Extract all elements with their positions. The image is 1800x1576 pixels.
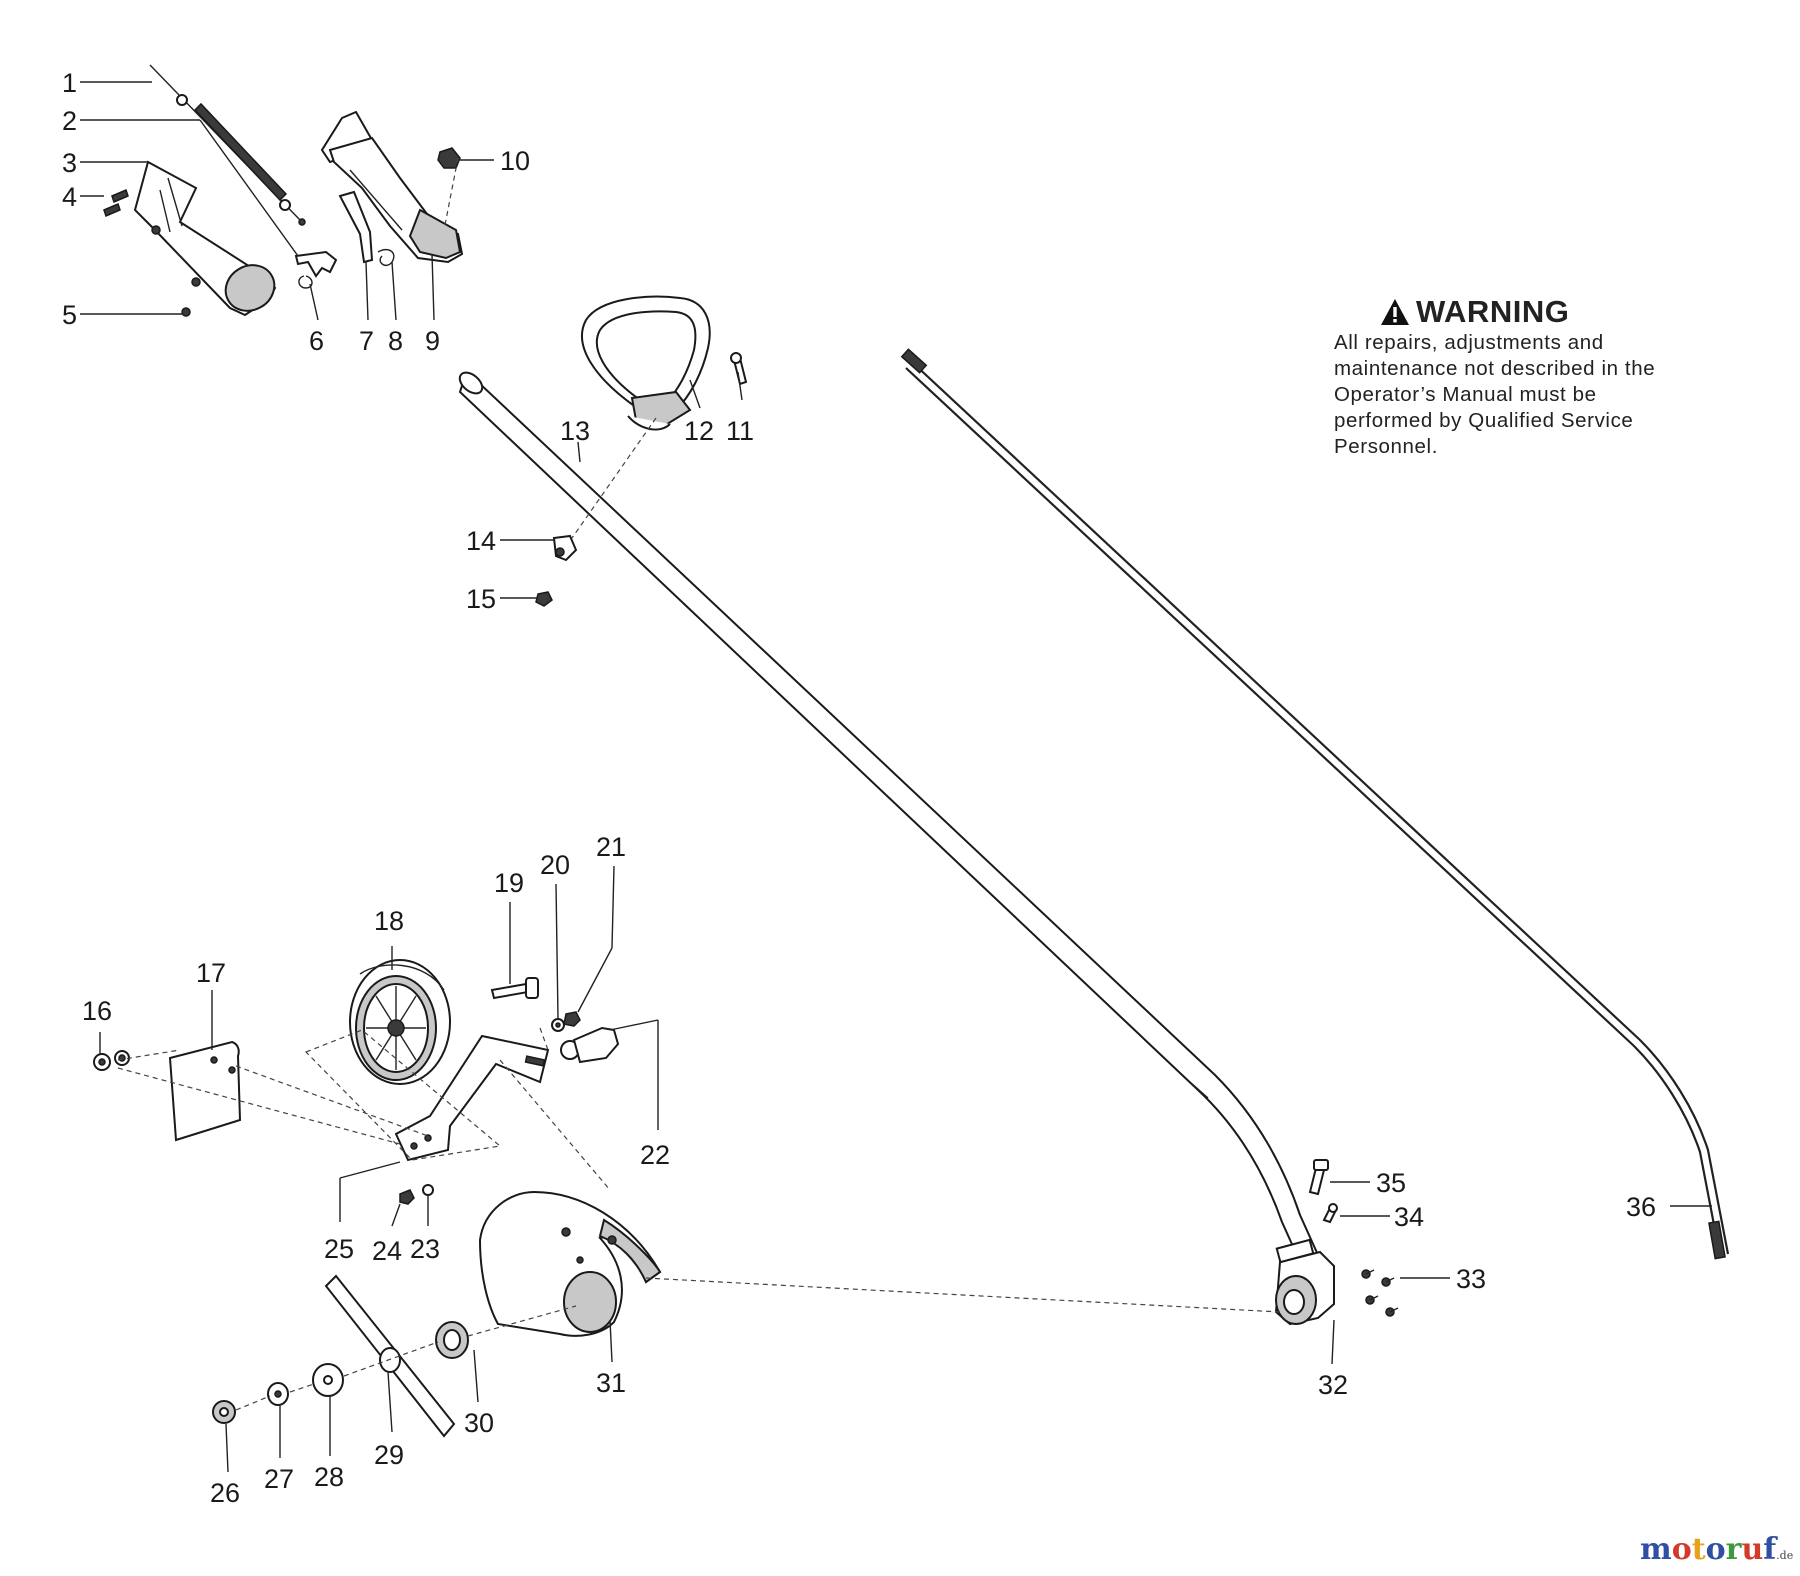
washer-20-part — [551, 1018, 565, 1032]
callout-4: 4 — [62, 182, 77, 212]
watermark-logo: motoruf.de — [1640, 1532, 1793, 1567]
callout-11: 11 — [726, 416, 754, 446]
nut-24-part — [399, 1189, 415, 1205]
callout-8: 8 — [388, 326, 403, 356]
callout-6: 6 — [309, 326, 324, 356]
watermark-letter: f — [1763, 1532, 1777, 1567]
screws-33-part — [1361, 1269, 1399, 1317]
leader-lines — [80, 81, 1712, 1473]
washer-23-part — [422, 1184, 434, 1196]
warning-title-text: WARNING — [1416, 294, 1570, 329]
callout-labels: 1 2 3 4 5 6 7 8 9 10 11 12 13 14 15 16 1… — [62, 68, 1656, 1508]
nut-26-part — [212, 1400, 236, 1424]
blade-part — [324, 1274, 456, 1438]
bolt-11-part — [730, 352, 748, 386]
watermark-letter: r — [1725, 1532, 1742, 1567]
spacer-30-part — [435, 1321, 469, 1359]
knob-22-part — [560, 1026, 620, 1064]
callout-30: 30 — [464, 1408, 494, 1438]
callout-26: 26 — [210, 1478, 240, 1508]
axle-bolt-part — [490, 977, 539, 1000]
callout-7: 7 — [359, 326, 374, 356]
wheel-bracket-part — [394, 1034, 550, 1162]
lever-part — [294, 250, 338, 289]
assist-handle-part — [581, 295, 711, 431]
callout-5: 5 — [62, 300, 77, 330]
watermark-letter: o — [1671, 1532, 1692, 1567]
callout-33: 33 — [1456, 1264, 1486, 1294]
watermark-letter: u — [1741, 1532, 1764, 1567]
callout-1: 1 — [62, 68, 77, 98]
callout-34: 34 — [1394, 1202, 1424, 1232]
callout-22: 22 — [640, 1140, 670, 1170]
callout-18: 18 — [374, 906, 404, 936]
nut-15-part — [535, 591, 553, 607]
screw-34-part — [1322, 1203, 1338, 1224]
callout-31: 31 — [596, 1368, 626, 1398]
nut-10-part — [437, 147, 461, 169]
rear-handle-part — [320, 110, 464, 264]
nut-21-part — [563, 1011, 581, 1027]
callout-13: 13 — [560, 416, 590, 446]
callout-21: 21 — [596, 832, 626, 862]
callout-20: 20 — [540, 850, 570, 880]
washer-27-part — [267, 1382, 289, 1406]
throttle-cable-part — [149, 64, 306, 226]
watermark-domain: .de — [1776, 1549, 1794, 1562]
blade-guard-part — [478, 1190, 662, 1337]
callout-35: 35 — [1376, 1168, 1406, 1198]
debris-guard-part — [168, 1040, 242, 1142]
callout-28: 28 — [314, 1462, 344, 1492]
callout-17: 17 — [196, 958, 226, 988]
callout-10: 10 — [500, 146, 530, 176]
callout-2: 2 — [62, 106, 77, 136]
warning-notice: WARNING All repairs, adjustments and mai… — [1334, 294, 1674, 460]
callout-9: 9 — [425, 326, 440, 356]
bolt-16-part — [93, 1050, 130, 1071]
callout-27: 27 — [264, 1464, 294, 1494]
throttle-housing-part — [133, 160, 277, 317]
watermark-letter: t — [1691, 1532, 1706, 1567]
callout-12: 12 — [684, 416, 714, 446]
callout-15: 15 — [466, 584, 496, 614]
callout-14: 14 — [466, 526, 496, 556]
washer-28-part — [312, 1363, 344, 1397]
watermark-letter: m — [1640, 1532, 1672, 1567]
callout-36: 36 — [1626, 1192, 1656, 1222]
wheel-part — [349, 959, 451, 1085]
callout-32: 32 — [1318, 1370, 1348, 1400]
callout-24: 24 — [372, 1236, 402, 1266]
warning-body: All repairs, adjustments and maintenance… — [1334, 331, 1656, 458]
callout-3: 3 — [62, 148, 77, 178]
screw-4-part — [103, 188, 201, 287]
bolt-35-part — [1308, 1159, 1329, 1196]
shaft-tube-part — [458, 371, 1320, 1264]
assembly-guide-lines — [117, 157, 1281, 1411]
gearbox-part — [1274, 1238, 1335, 1326]
warning-triangle-icon — [1381, 299, 1409, 325]
callout-19: 19 — [494, 868, 524, 898]
screw-5-part — [181, 307, 191, 317]
callout-25: 25 — [324, 1234, 354, 1264]
watermark-letter: o — [1705, 1532, 1726, 1567]
callout-16: 16 — [82, 996, 112, 1026]
warning-title: WARNING — [1380, 294, 1674, 330]
callout-23: 23 — [410, 1234, 440, 1264]
callout-29: 29 — [374, 1440, 404, 1470]
drive-shaft-part — [900, 348, 1730, 1260]
clamp-14-part — [552, 534, 578, 562]
